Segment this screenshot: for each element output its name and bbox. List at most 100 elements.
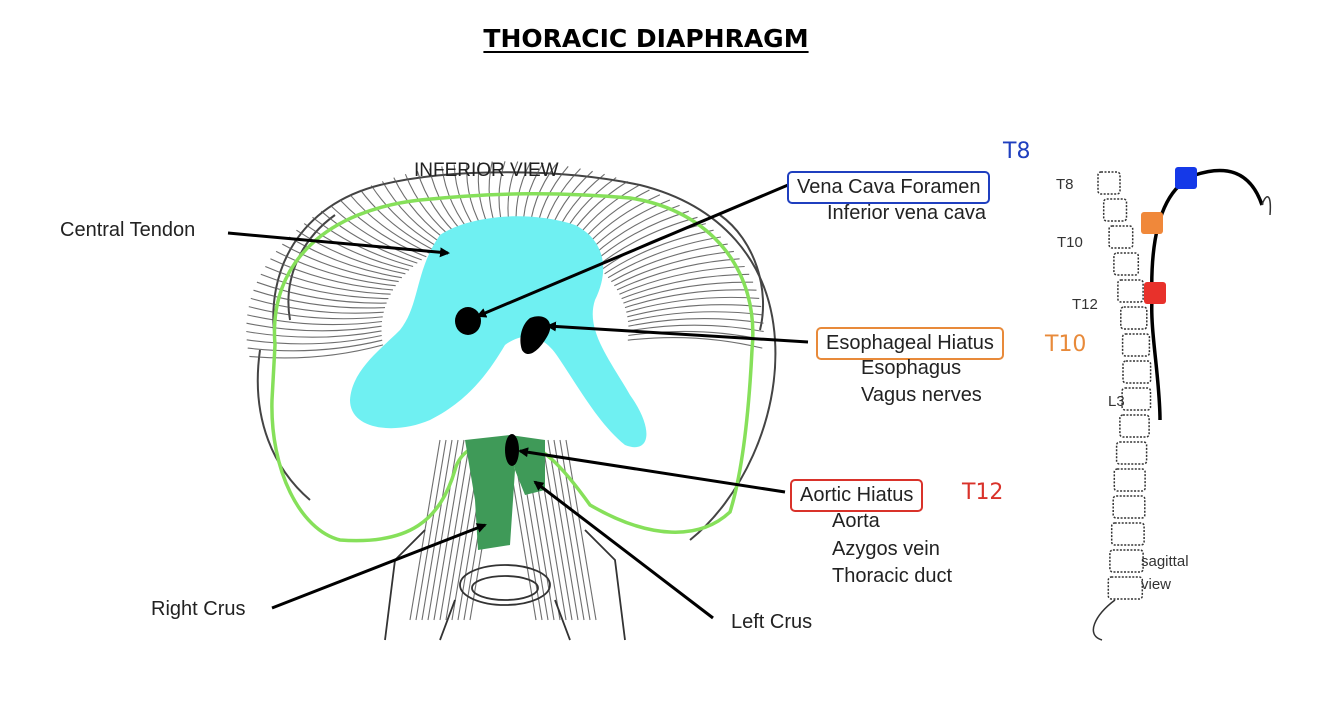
vertebra (1113, 468, 1146, 492)
muscle-fiber (628, 324, 764, 333)
vertebra (1097, 171, 1121, 195)
right-crus-shape (465, 435, 515, 550)
muscle-fiber (627, 311, 763, 323)
vena-cava-foramen-box: Vena Cava Foramen (787, 171, 991, 204)
diaphragm-sagittal-lower (1149, 299, 1162, 421)
left-crus-label: Left Crus (731, 611, 813, 633)
page-title: THORACIC DIAPHRAGM (483, 24, 809, 53)
muscle-fiber (270, 258, 394, 291)
muscle-fiber (611, 243, 728, 283)
aortic-hiatus-box: Aortic Hiatus (790, 479, 924, 512)
muscle-fiber (349, 194, 432, 255)
muscle-fiber (370, 185, 442, 250)
vertebra (1119, 414, 1150, 438)
diaphragm-outline (270, 191, 755, 543)
muscle-fiber (559, 439, 591, 621)
aortic-level: T12 (962, 480, 1004, 505)
muscle-fiber (596, 216, 698, 267)
muscle-fiber (275, 250, 396, 287)
muscle-fiber (265, 265, 391, 295)
muscle-fiber (415, 439, 447, 621)
muscle-fiber (541, 439, 573, 621)
muscle-fiber (330, 205, 422, 261)
vertebra-label-t12: T12 (1072, 296, 1098, 313)
muscle-fiber (246, 334, 382, 345)
muscle-fiber (439, 439, 471, 621)
muscle-fiber (247, 339, 383, 352)
muscle-fiber (253, 289, 386, 309)
muscle-fiber (296, 229, 406, 275)
vertebra-label-t8: T8 (1056, 176, 1074, 193)
vertebra-label-t10: T10 (1057, 234, 1083, 251)
vertebra (1115, 441, 1148, 465)
muscle-fiber (433, 439, 465, 621)
esophageal-content-2: Vagus nerves (861, 384, 982, 406)
esophageal-level: T10 (1045, 332, 1087, 357)
sagittal-spine (1092, 171, 1152, 641)
vena-cava-level: T8 (1003, 139, 1031, 164)
muscle-fiber (320, 210, 418, 264)
muscle-fiber (547, 439, 579, 621)
esophageal-hiatus-box: Esophageal Hiatus (816, 327, 1004, 360)
vertebra (1112, 495, 1146, 519)
muscle-fiber (248, 306, 383, 320)
muscle-fiber (250, 297, 384, 314)
muscle-fiber (288, 236, 402, 279)
muscle-fiber (246, 330, 382, 338)
muscle-fiber (624, 289, 757, 309)
muscle-fiber (621, 273, 750, 300)
lumbar-structures (384, 529, 626, 641)
aortic-opening (505, 434, 519, 466)
muscle-fiber (421, 439, 453, 621)
vertebra (1122, 360, 1152, 384)
vertebra (1109, 549, 1144, 573)
aortic-content-2: Azygos vein (832, 538, 940, 560)
muscle-fiber (614, 250, 734, 287)
view-label: INFERIOR VIEW (414, 160, 559, 181)
muscle-fiber (256, 281, 387, 304)
central-tendon-shape (350, 216, 647, 448)
muscle-fiber (246, 322, 382, 332)
aortic-content-3: Thoracic duct (832, 565, 953, 587)
muscle-fiber (616, 258, 740, 291)
muscle-fiber (282, 243, 399, 283)
muscle-fiber (627, 304, 762, 318)
vena-cava-content: Inferior vena cava (827, 202, 986, 224)
t8-marker (1175, 167, 1197, 189)
esophageal-content-1: Esophagus (861, 357, 962, 379)
t10-marker (1141, 212, 1163, 234)
muscle-fiber (339, 199, 427, 258)
vertebra (1110, 522, 1145, 546)
aortic-content-1: Aorta (832, 510, 880, 532)
muscle-fiber (604, 229, 714, 275)
muscle-fiber (249, 344, 384, 359)
vertebra (1107, 576, 1144, 600)
esophageal-opening (520, 316, 551, 355)
t12-marker (1144, 282, 1166, 304)
muscle-fiber (303, 223, 410, 271)
vertebra (1121, 333, 1151, 357)
muscle-fiber (600, 223, 706, 271)
diaphragm-sagittal-curve (1150, 168, 1264, 301)
vertebra (1102, 198, 1128, 222)
muscle-fiber (607, 236, 721, 279)
muscle-fiber (247, 314, 383, 326)
muscle-fibers (246, 161, 764, 621)
pointer-arrows (227, 183, 809, 620)
vertebra (1121, 387, 1152, 411)
muscle-fiber (565, 439, 597, 621)
right-crus-label: Right Crus (151, 598, 246, 620)
muscle-fiber (360, 189, 437, 252)
vertebra (1113, 252, 1140, 276)
vena-cava-opening (455, 307, 481, 335)
muscle-fiber (260, 273, 389, 300)
muscle-fiber (427, 439, 459, 621)
vertebra (1120, 306, 1148, 330)
sagittal-caption-2: view (1141, 576, 1172, 593)
vertebra-label-l3: L3 (1108, 393, 1125, 410)
muscle-fiber (628, 318, 764, 327)
vertebra (1117, 279, 1144, 303)
muscle-fiber (626, 296, 760, 313)
muscle-fiber (619, 265, 745, 295)
